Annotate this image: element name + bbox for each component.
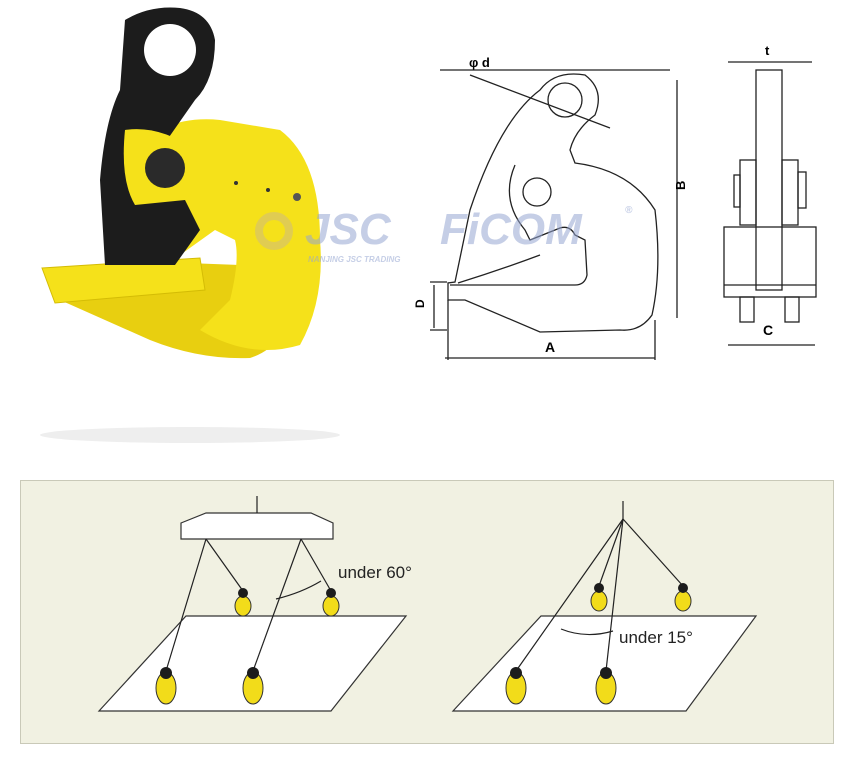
watermark-registered: ® xyxy=(625,205,633,216)
t-label: t xyxy=(765,43,770,58)
clamp-photo xyxy=(40,7,340,443)
usage-illustrations: under 60° under 15° xyxy=(97,496,758,712)
right-angle-label: under 15° xyxy=(619,628,693,647)
watermark-subtitle: NANJING JSC TRADING xyxy=(308,255,401,264)
product-and-drawing: φ d B D A t C xyxy=(40,7,817,443)
watermark-brand-left: JSC xyxy=(305,205,391,254)
watermark-brand-right: FiCOM xyxy=(440,205,582,254)
clamp-icons xyxy=(155,583,692,705)
usage-diagram-panel: under 60° under 15° xyxy=(20,480,834,744)
front-view-drawing xyxy=(430,69,678,360)
left-angle-label: under 60° xyxy=(338,563,412,582)
d-label: D xyxy=(413,299,427,308)
b-label: B xyxy=(673,181,688,190)
a-label: A xyxy=(545,339,555,355)
phi-d-label: φ d xyxy=(469,55,490,70)
gear-logo-icon xyxy=(255,212,293,250)
side-view-drawing xyxy=(723,61,817,346)
c-label: C xyxy=(763,322,773,338)
